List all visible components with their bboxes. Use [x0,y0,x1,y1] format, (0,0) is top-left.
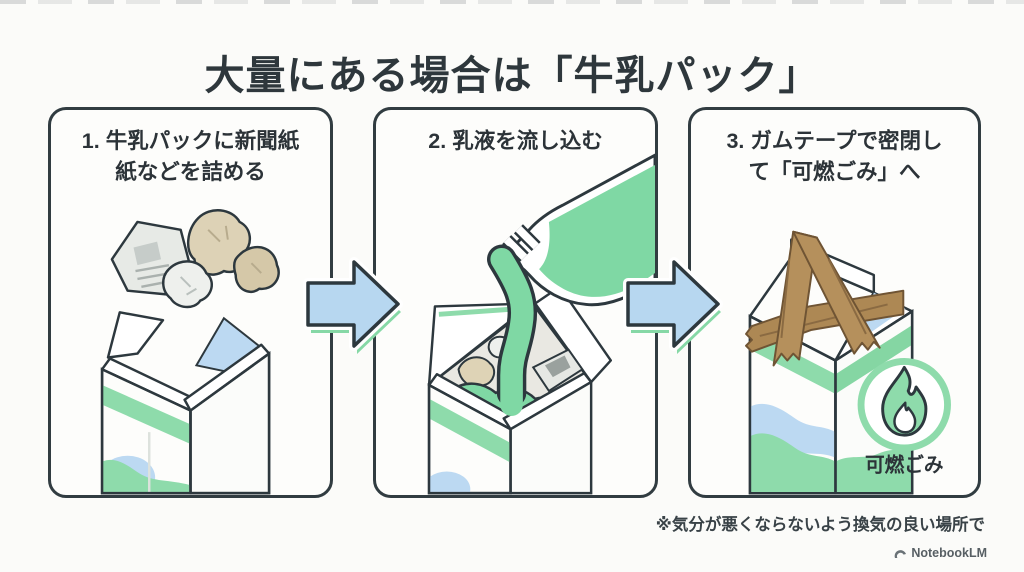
step-panel-2: 2. 乳液を流し込む [373,107,658,498]
step-2-heading: 2. 乳液を流し込む [376,126,655,157]
notebooklm-logo-text: NotebookLM [911,546,987,560]
step-3-heading-line-1: 3. ガムテープで密閉し [726,129,943,153]
step-2-heading-line-1: 2. 乳液を流し込む [428,129,603,153]
bottle-pouring-into-carton-illustration [427,153,655,495]
top-crop-artifact [0,0,1024,4]
badge-label: 可燃ごみ [865,454,944,477]
step-3-heading-line-2: て「可燃ごみ」へ [748,160,921,184]
step-1-heading: 1. 牛乳パックに新聞紙 紙などを詰める [51,126,330,188]
newspaper-stuffed-carton-illustration [100,209,280,495]
page-title: 大量にある場合は「牛乳パック」 [204,53,820,98]
step-1-heading-line-2: 紙などを詰める [115,160,266,184]
notebooklm-branding: NotebookLM [894,546,987,560]
notebooklm-logo-icon [894,549,907,558]
step-panel-1: 1. 牛乳パックに新聞紙 紙などを詰める [48,107,333,498]
arrow-right-icon [303,257,403,354]
flame-icon [881,365,928,437]
step-panel-3: 3. ガムテープで密閉し て「可燃ごみ」へ [688,107,981,498]
step-1-heading-line-1: 1. 牛乳パックに新聞紙 [81,129,300,153]
taped-carton-burnable-illustration: 可燃ごみ [745,230,951,495]
step-3-heading: 3. ガムテープで密閉し て「可燃ごみ」へ [691,126,978,188]
arrow-right-icon [623,257,723,354]
ventilation-footnote: ※気分が悪くならないよう換気の良い場所で [655,516,985,534]
